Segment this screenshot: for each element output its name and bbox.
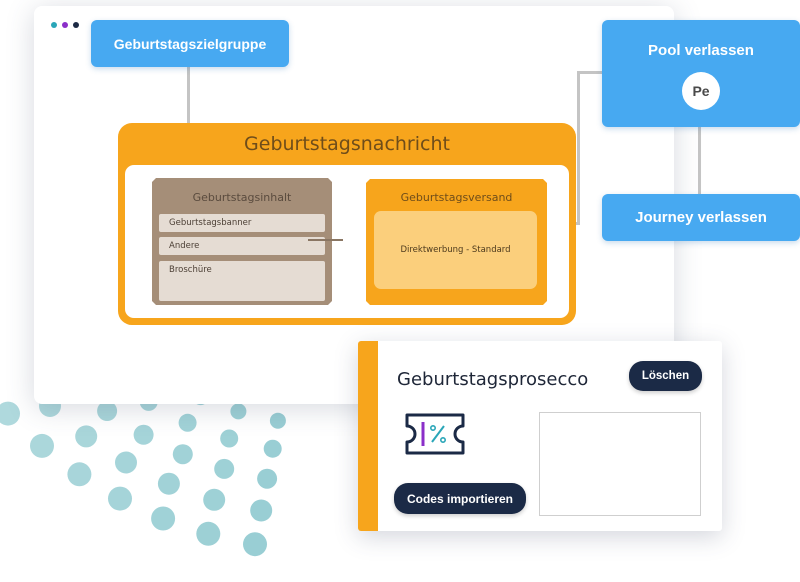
content-item[interactable]: Broschüre (159, 261, 325, 301)
connector-line (577, 71, 580, 225)
decorative-dot (75, 425, 98, 448)
browser-title-bar (34, 6, 674, 46)
decorative-dot (30, 433, 54, 458)
import-codes-button[interactable]: Codes importieren (394, 483, 526, 514)
exit-journey-node[interactable]: Journey verlassen (602, 194, 800, 241)
coupon-preview-box (539, 412, 701, 516)
decorative-dot (220, 429, 239, 448)
window-dot-icon (51, 22, 57, 28)
shipping-card-title: Geburtstagsversand (400, 191, 513, 204)
content-card-title: Geburtstagsinhalt (192, 191, 292, 204)
shipping-method[interactable]: Direktwerbung - Standard (374, 211, 537, 289)
decorative-dot (172, 444, 193, 465)
avatar[interactable]: Pe (682, 72, 720, 110)
decorative-dot (257, 468, 278, 489)
coupon-ticket-percent-icon (405, 413, 465, 455)
coupon-title: Geburtstagsprosecco (397, 369, 589, 390)
connector-line (577, 71, 603, 74)
decorative-dot (151, 506, 176, 531)
decorative-dot (250, 499, 273, 522)
connector-line (187, 67, 190, 123)
decorative-dot (133, 424, 154, 445)
delete-button[interactable]: Löschen (629, 361, 702, 391)
decorative-dot (67, 462, 92, 487)
decorative-dot (243, 532, 267, 557)
content-card[interactable]: Geburtstagsinhalt Geburtstagsbanner Ande… (152, 178, 332, 305)
shipping-card[interactable]: Geburtstagsversand Direktwerbung - Stand… (366, 179, 547, 305)
decorative-dot (115, 451, 137, 474)
decorative-dot (196, 521, 221, 546)
connector-line (308, 239, 343, 241)
exit-pool-node[interactable]: Pool verlassen Pe (602, 20, 800, 127)
decorative-dot (203, 488, 226, 511)
window-dot-icon (73, 22, 79, 28)
window-dot-icon (62, 22, 68, 28)
decorative-dot (230, 403, 247, 420)
decorative-dot (157, 472, 180, 495)
decorative-dot (108, 486, 132, 511)
target-group-node[interactable]: Geburtstagszielgruppe (91, 20, 289, 67)
decorative-dot (269, 412, 286, 429)
content-item[interactable]: Andere (159, 237, 325, 255)
decorative-dot (97, 401, 118, 421)
message-step-title: Geburtstagsnachricht (244, 133, 450, 155)
decorative-dot (263, 439, 282, 458)
decorative-dot (178, 413, 197, 432)
decorative-dot (0, 401, 20, 426)
exit-pool-label: Pool verlassen (648, 42, 754, 59)
coupon-accent-stripe (358, 341, 378, 531)
content-item[interactable]: Geburtstagsbanner (159, 214, 325, 232)
connector-line (698, 127, 701, 194)
decorative-dot (214, 458, 235, 479)
coupon-card: Geburtstagsprosecco Löschen Codes import… (358, 341, 722, 531)
